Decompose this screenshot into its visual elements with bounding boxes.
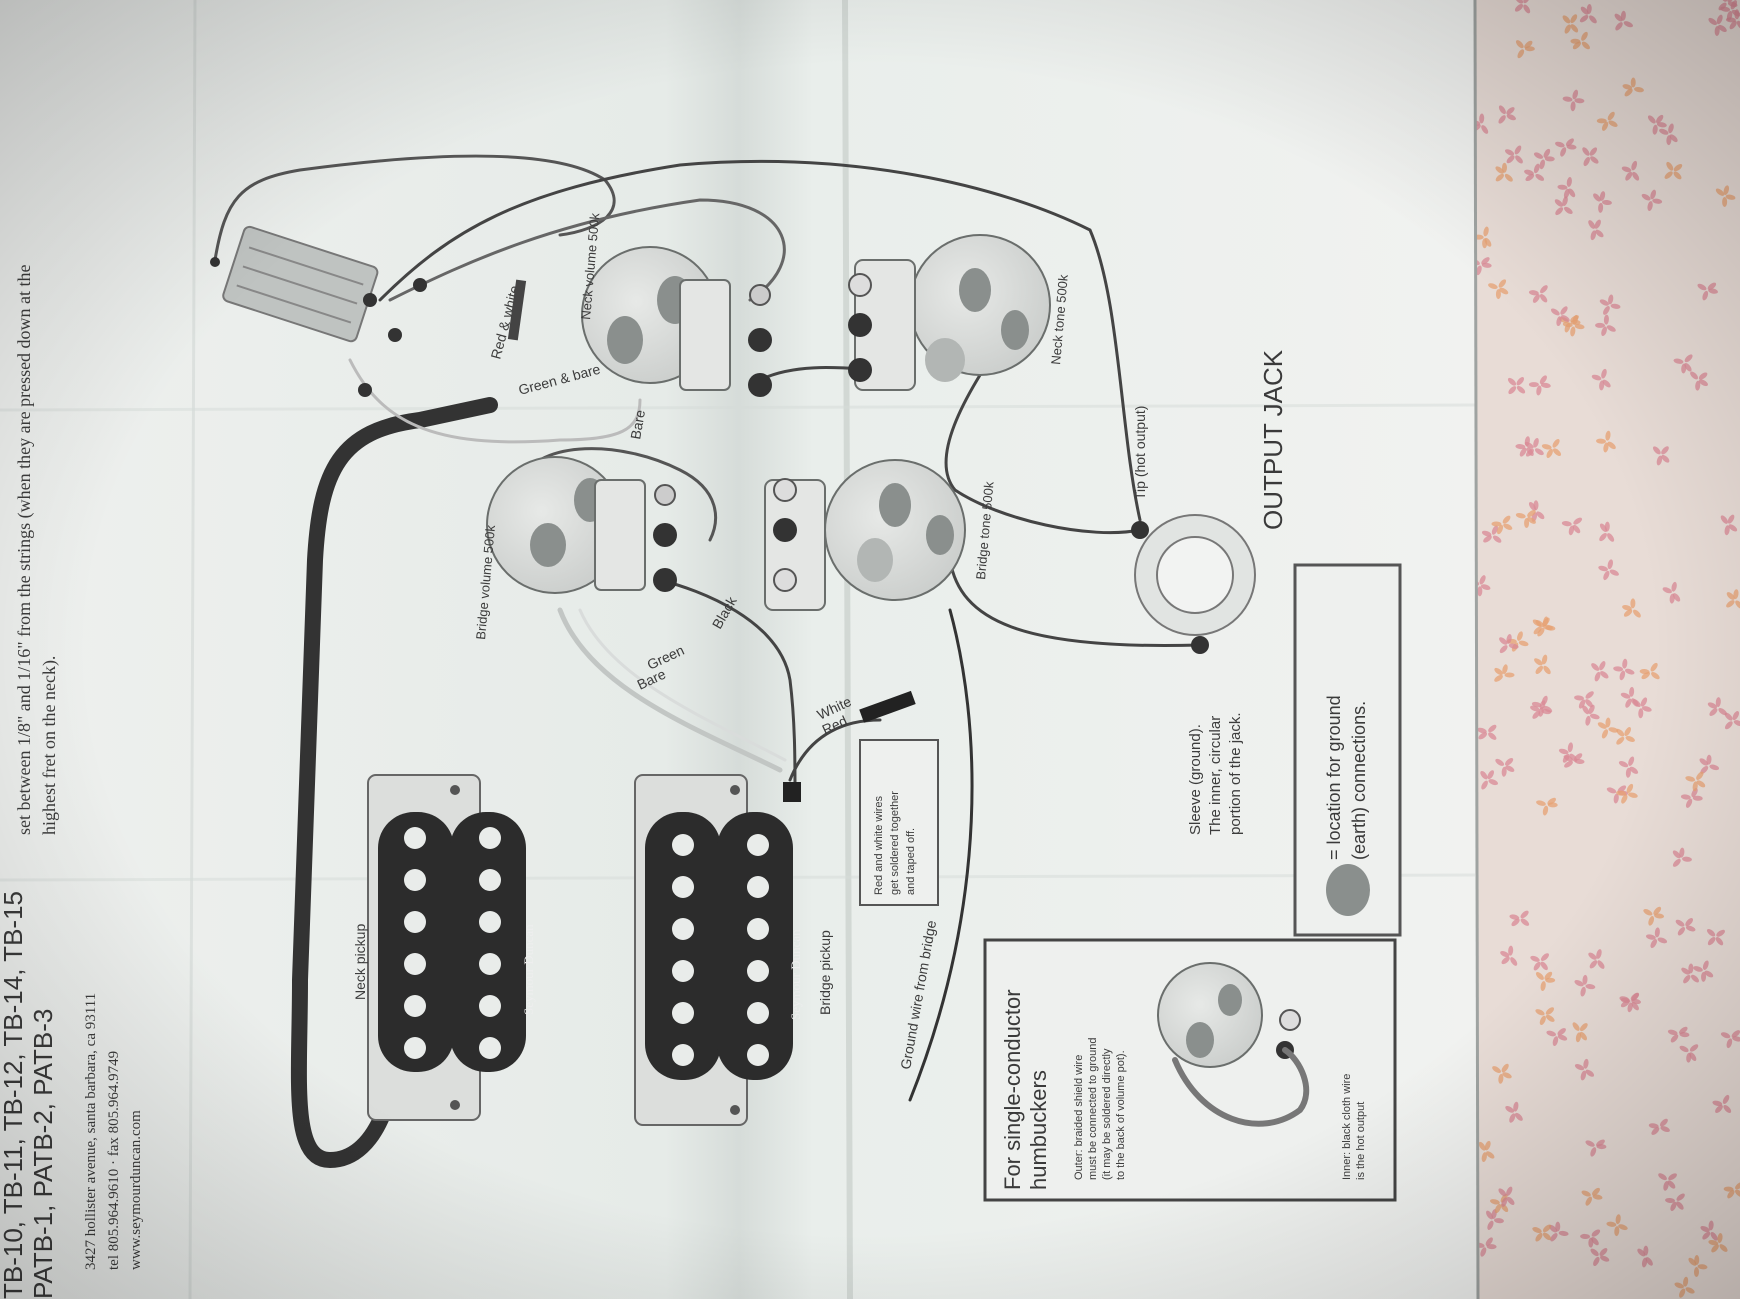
output-jack-title: OUTPUT JACK (1258, 349, 1288, 530)
pole-piece (672, 1002, 694, 1024)
pot-lug-bracket (764, 479, 826, 611)
inset-outer-text: Outer: braided shield wire (1073, 1055, 1085, 1180)
pole-piece (747, 876, 769, 898)
pot-lug (653, 568, 677, 592)
ground-dot (857, 538, 893, 582)
pole-piece (672, 1044, 694, 1066)
pot-lug-bracket (594, 479, 646, 591)
switch-lug (413, 278, 427, 292)
phone-line: tel 805.964.9610 · fax 805.964.9749 (106, 1051, 122, 1270)
inset-outer-text: (it may be soldered directly (1101, 1048, 1113, 1180)
instructions-line: set between 1/8" and 1/16" from the stri… (14, 264, 35, 835)
ground-dot (1186, 1022, 1214, 1058)
ground-dot (926, 515, 954, 555)
pole-piece (672, 960, 694, 982)
ground-dot (925, 338, 965, 382)
website-line: www.seymourduncan.com (128, 1110, 144, 1270)
pole-piece (672, 876, 694, 898)
switch-lug (358, 383, 372, 397)
pot-lug (654, 484, 676, 506)
inset-inner-text: Inner: black cloth wire (1341, 1074, 1353, 1180)
tip-hot-label: Tip (hot output) (1132, 406, 1148, 500)
mount-screw (730, 785, 740, 795)
pole-piece (479, 1037, 501, 1059)
pot-lug (848, 313, 872, 337)
pot-lug (848, 273, 872, 297)
legend-line: = location for ground (1324, 695, 1344, 860)
ground-dot (1001, 310, 1029, 350)
pole-piece (479, 911, 501, 933)
bridge-pickup-label: Bridge pickup (817, 930, 833, 1015)
lead-grommet (783, 782, 801, 802)
inset-title: For single-conductor (1000, 989, 1025, 1190)
pole-piece (747, 918, 769, 940)
pole-piece (747, 960, 769, 982)
jack-sleeve-lug (1191, 636, 1209, 654)
inset-title-2: humbuckers (1026, 1070, 1051, 1190)
inset-outer-text: must be connected to ground (1087, 1038, 1099, 1180)
switch-lug (210, 257, 220, 267)
neck-pickup-brand: Seymour Duncan (521, 924, 536, 1015)
ground-dot (1218, 984, 1242, 1016)
ground-dot (530, 523, 566, 567)
pot-lug (748, 328, 772, 352)
pole-piece (479, 869, 501, 891)
pickup-coil-top (378, 812, 454, 1072)
ground-legend-dot (1326, 864, 1370, 916)
sleeve-label-2: The inner, circular (1207, 716, 1224, 835)
pole-piece (404, 911, 426, 933)
inset-inner-text: is the hot output (1355, 1102, 1367, 1180)
jack-tip-lug (1131, 521, 1149, 539)
mount-screw (450, 1100, 460, 1110)
pole-piece (404, 995, 426, 1017)
instructions-line-2: highest fret on the neck). (39, 656, 60, 835)
pot-lug-bracket (679, 279, 731, 391)
ground-dot (959, 268, 991, 312)
models-line-2: PATB-1, PATB-2, PATB-3 (28, 1009, 58, 1299)
legend-line-2: (earth) connections. (1349, 701, 1369, 860)
pole-piece (479, 995, 501, 1017)
pole-piece (404, 1037, 426, 1059)
address-line: 3427 hollister avenue, santa barbara, ca… (83, 993, 99, 1270)
pot-lug (653, 523, 677, 547)
models-line: TB-10, TB-11, TB-12, TB-14, TB-15 (0, 891, 28, 1299)
pole-piece (747, 1002, 769, 1024)
pole-piece (747, 1044, 769, 1066)
inset-outer-text: to the back of volume pot). (1115, 1050, 1127, 1180)
note-line: and taped off. (905, 828, 917, 895)
note-line: get soldered together (889, 791, 901, 895)
pot-lug (773, 478, 797, 502)
ground-legend: = location for ground (earth) connection… (1293, 563, 1402, 937)
single-conductor-inset: For single-conductor humbuckers Outer: b… (983, 938, 1397, 1202)
pole-piece (404, 953, 426, 975)
mount-screw (730, 1105, 740, 1115)
pot-lug (848, 358, 872, 382)
pole-piece (672, 918, 694, 940)
pot-lug (1279, 1009, 1301, 1031)
switch-lug (388, 328, 402, 342)
pole-piece (479, 953, 501, 975)
red-white-note: Red and white wires get soldered togethe… (859, 739, 939, 906)
bridge-pickup-brand: Seymour Duncan (788, 929, 803, 1020)
pole-piece (672, 834, 694, 856)
pole-piece (479, 827, 501, 849)
pot-lug (748, 373, 772, 397)
pot-lug (773, 568, 797, 592)
note-line: Red and white wires (873, 795, 885, 895)
pole-piece (404, 827, 426, 849)
pot-lug (749, 284, 771, 306)
sleeve-label-3: portion of the jack. (1227, 712, 1244, 835)
mount-screw (450, 785, 460, 795)
neck-pickup-label: Neck pickup (352, 924, 368, 1000)
pole-piece (747, 834, 769, 856)
switch-lug (363, 293, 377, 307)
pickup-coil-bottom (450, 812, 526, 1072)
ground-dot (879, 483, 911, 527)
sleeve-label: Sleeve (ground). (1187, 724, 1204, 835)
pole-piece (404, 869, 426, 891)
ground-dot (607, 316, 643, 364)
jack-ring-inner (1156, 536, 1234, 614)
pot-lug (773, 518, 797, 542)
